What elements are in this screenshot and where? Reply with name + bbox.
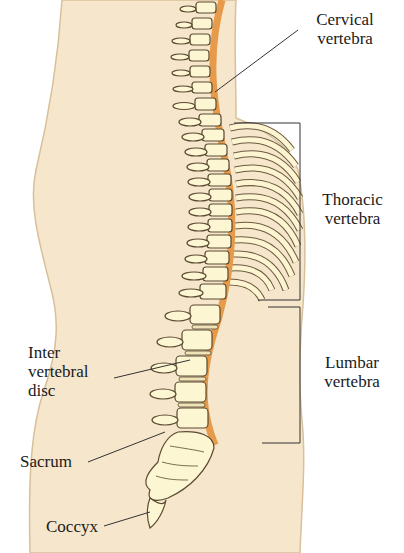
coccyx (147, 498, 166, 528)
anatomy-shape (207, 159, 229, 171)
anatomy-shape (189, 208, 211, 216)
sacrum (146, 432, 214, 501)
anatomy-shape (182, 330, 212, 350)
region-label: Thoracic vertebra (305, 190, 400, 228)
anatomy-shape (192, 325, 218, 329)
anatomy-shape (188, 178, 210, 186)
region-label: Cervical vertebra (300, 10, 390, 48)
anatomy-shape (180, 6, 196, 12)
anatomy-shape (157, 337, 183, 347)
anatomy-shape (185, 148, 207, 156)
anatomy-shape (182, 272, 206, 280)
anatomy-shape (188, 223, 210, 231)
anatomy-shape (152, 415, 178, 425)
anatomy-shape (187, 239, 209, 247)
anatomy-shape (196, 2, 216, 13)
rib-outline (229, 126, 300, 300)
part-label: Coccyx (46, 517, 116, 536)
region-label: Lumbar vertebra (307, 353, 397, 391)
anatomy-shape (172, 38, 190, 44)
anatomy-shape (172, 70, 190, 76)
anatomy-shape (179, 377, 206, 381)
anatomy-shape (192, 18, 212, 29)
anatomy-shape (190, 34, 210, 45)
anatomy-shape (177, 408, 208, 428)
anatomy-shape (209, 189, 232, 201)
anatomy-shape (176, 356, 207, 376)
anatomy-shape (215, 30, 298, 92)
anatomy-shape (262, 307, 300, 443)
part-label: Inter vertebral disc (28, 343, 110, 400)
region-bracket (234, 123, 300, 443)
intervertebral-discs (178, 325, 218, 407)
anatomy-shape (189, 50, 209, 61)
anatomy-shape (150, 389, 176, 399)
sacrum-detail (156, 446, 204, 480)
anatomy-shape (171, 54, 189, 60)
anatomy-shape (165, 311, 191, 321)
anatomy-shape (185, 351, 211, 355)
anatomy-shape (173, 86, 193, 92)
anatomy-shape (202, 129, 224, 141)
anatomy-shape (208, 219, 232, 232)
anatomy-shape (203, 267, 228, 281)
anatomy-shape (207, 235, 231, 248)
anatomy-shape (195, 98, 216, 110)
anatomy-shape (173, 103, 195, 110)
anatomy-shape (208, 174, 231, 186)
leader-line (88, 30, 298, 526)
anatomy-shape (199, 114, 221, 126)
anatomy-shape (190, 66, 210, 77)
anatomy-shape (205, 251, 229, 264)
anatomy-shape (200, 284, 226, 299)
part-label: Sacrum (20, 452, 90, 471)
anatomy-shape (114, 360, 190, 378)
anatomy-shape (190, 305, 220, 324)
anatomy-shape (179, 289, 203, 297)
rib (229, 126, 300, 300)
anatomy-shape (209, 204, 232, 216)
anatomy-shape (205, 144, 227, 156)
anatomy-shape (175, 382, 206, 402)
anatomy-shape (104, 512, 150, 526)
anatomy-shape (178, 403, 205, 407)
anatomy-shape (176, 22, 192, 28)
anatomy-shape (179, 118, 201, 126)
anatomy-shape (189, 193, 211, 201)
vertebrae (150, 2, 232, 428)
anatomy-shape (182, 133, 204, 141)
anatomy-shape (187, 163, 209, 171)
anatomy-shape (185, 255, 207, 263)
anatomy-shape (88, 432, 165, 462)
anatomy-shape (192, 82, 212, 93)
anatomy-shape (234, 123, 300, 300)
